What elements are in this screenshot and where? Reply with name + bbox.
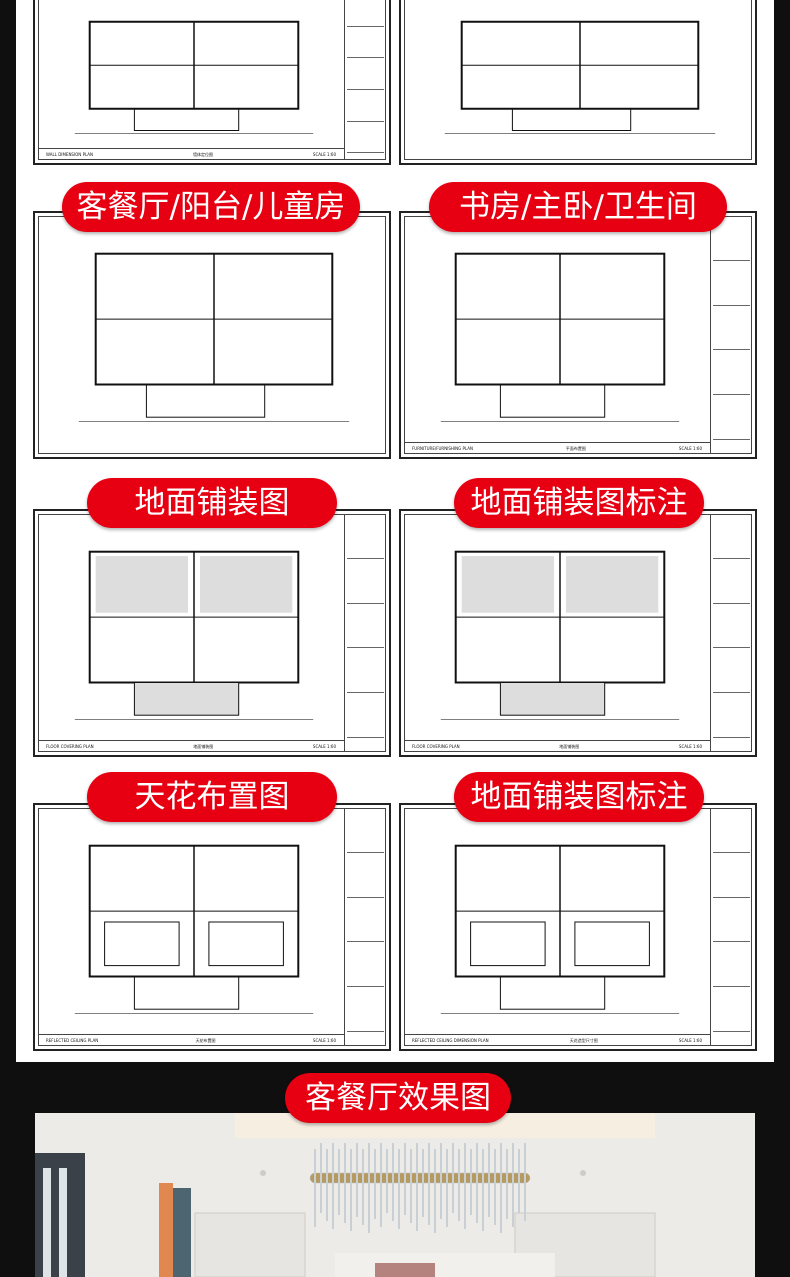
drawing-title: 地面铺装图 [193, 744, 214, 749]
furniture-plan-drawing: FURNITURE/FURNISHING PLAN 平面布置图 SCALE 1:60 [399, 211, 757, 459]
floor-plan-lines [74, 550, 314, 720]
title-block [710, 514, 752, 752]
drawing-scale: SCALE 1:60 [678, 446, 702, 451]
drawing-caption: REFLECTED CEILING DIMENSION PLAN [412, 1038, 489, 1043]
drawing-scale: SCALE 1:60 [312, 152, 336, 157]
floor-plan-lines [74, 20, 314, 134]
ceiling-dimension-plan-drawing: REFLECTED CEILING DIMENSION PLAN 天花造型尺寸图 S… [399, 803, 757, 1051]
title-block [344, 0, 386, 160]
wall-dimension-plan-drawing: WALL DIMENSION PLAN 墙体定位图 SCALE 1:60 [33, 0, 391, 165]
drawing-title: 墙体定位图 [192, 152, 213, 157]
drawing-caption-strip: REFLECTED CEILING PLAN 天花布置图 SCALE 1:60 [38, 1034, 344, 1046]
label-floor-paving: 地面铺装图 [87, 478, 337, 528]
floor-plan-lines [444, 20, 716, 134]
title-block [710, 216, 752, 454]
living-dining-render-image [35, 1113, 755, 1277]
floor-plan-lines [78, 252, 350, 422]
floor-plan-lines [440, 844, 680, 1014]
drawing-title: 平面布置图 [565, 446, 586, 451]
drawing-caption-strip: REFLECTED CEILING DIMENSION PLAN 天花造型尺寸图 S… [404, 1034, 710, 1046]
label-floor-paving-annotated-2: 地面铺装图标注 [454, 772, 704, 822]
drawing-title: 地面铺装图 [559, 744, 580, 749]
kitchen-detail-drawing [399, 0, 757, 165]
drawing-caption-strip: WALL DIMENSION PLAN 墙体定位图 SCALE 1:60 [38, 148, 344, 160]
living-balcony-kids-plan-drawing [33, 211, 391, 459]
drawing-caption: FLOOR COVERING PLAN [412, 744, 460, 749]
label-living-balcony-kids: 客餐厅/阳台/儿童房 [62, 182, 360, 232]
floor-plan-lines [74, 844, 314, 1014]
title-block [710, 808, 752, 1046]
drawing-caption: REFLECTED CEILING PLAN [46, 1038, 99, 1043]
floor-plan-lines [440, 550, 680, 720]
drawing-caption-strip: FLOOR COVERING PLAN 地面铺装图 SCALE 1:60 [404, 740, 710, 752]
drawing-caption: FLOOR COVERING PLAN [46, 744, 94, 749]
drawing-title: 天花布置图 [195, 1038, 216, 1043]
label-study-master-bath: 书房/主卧/卫生间 [429, 182, 727, 232]
ceiling-plan-drawing: REFLECTED CEILING PLAN 天花布置图 SCALE 1:60 [33, 803, 391, 1051]
drawing-scale: SCALE 1:60 [312, 744, 336, 749]
drawing-scale: SCALE 1:60 [678, 744, 702, 749]
drawing-caption: WALL DIMENSION PLAN [46, 152, 94, 157]
drawing-title: 天花造型尺寸图 [569, 1038, 598, 1043]
drawing-caption-strip: FLOOR COVERING PLAN 地面铺装图 SCALE 1:60 [38, 740, 344, 752]
drawing-scale: SCALE 1:60 [312, 1038, 336, 1043]
floor-plan-lines [440, 252, 680, 422]
title-block [344, 808, 386, 1046]
label-ceiling-layout: 天花布置图 [87, 772, 337, 822]
floor-paving-plan-drawing: FLOOR COVERING PLAN 地面铺装图 SCALE 1:60 [33, 509, 391, 757]
label-living-render: 客餐厅效果图 [285, 1073, 511, 1123]
drawing-scale: SCALE 1:60 [678, 1038, 702, 1043]
title-block [344, 514, 386, 752]
drawing-caption: FURNITURE/FURNISHING PLAN [412, 446, 473, 451]
floor-paving-annotated-plan-drawing: FLOOR COVERING PLAN 地面铺装图 SCALE 1:60 [399, 509, 757, 757]
drawing-caption-strip: FURNITURE/FURNISHING PLAN 平面布置图 SCALE 1:60 [404, 442, 710, 454]
label-floor-paving-annotated: 地面铺装图标注 [454, 478, 704, 528]
